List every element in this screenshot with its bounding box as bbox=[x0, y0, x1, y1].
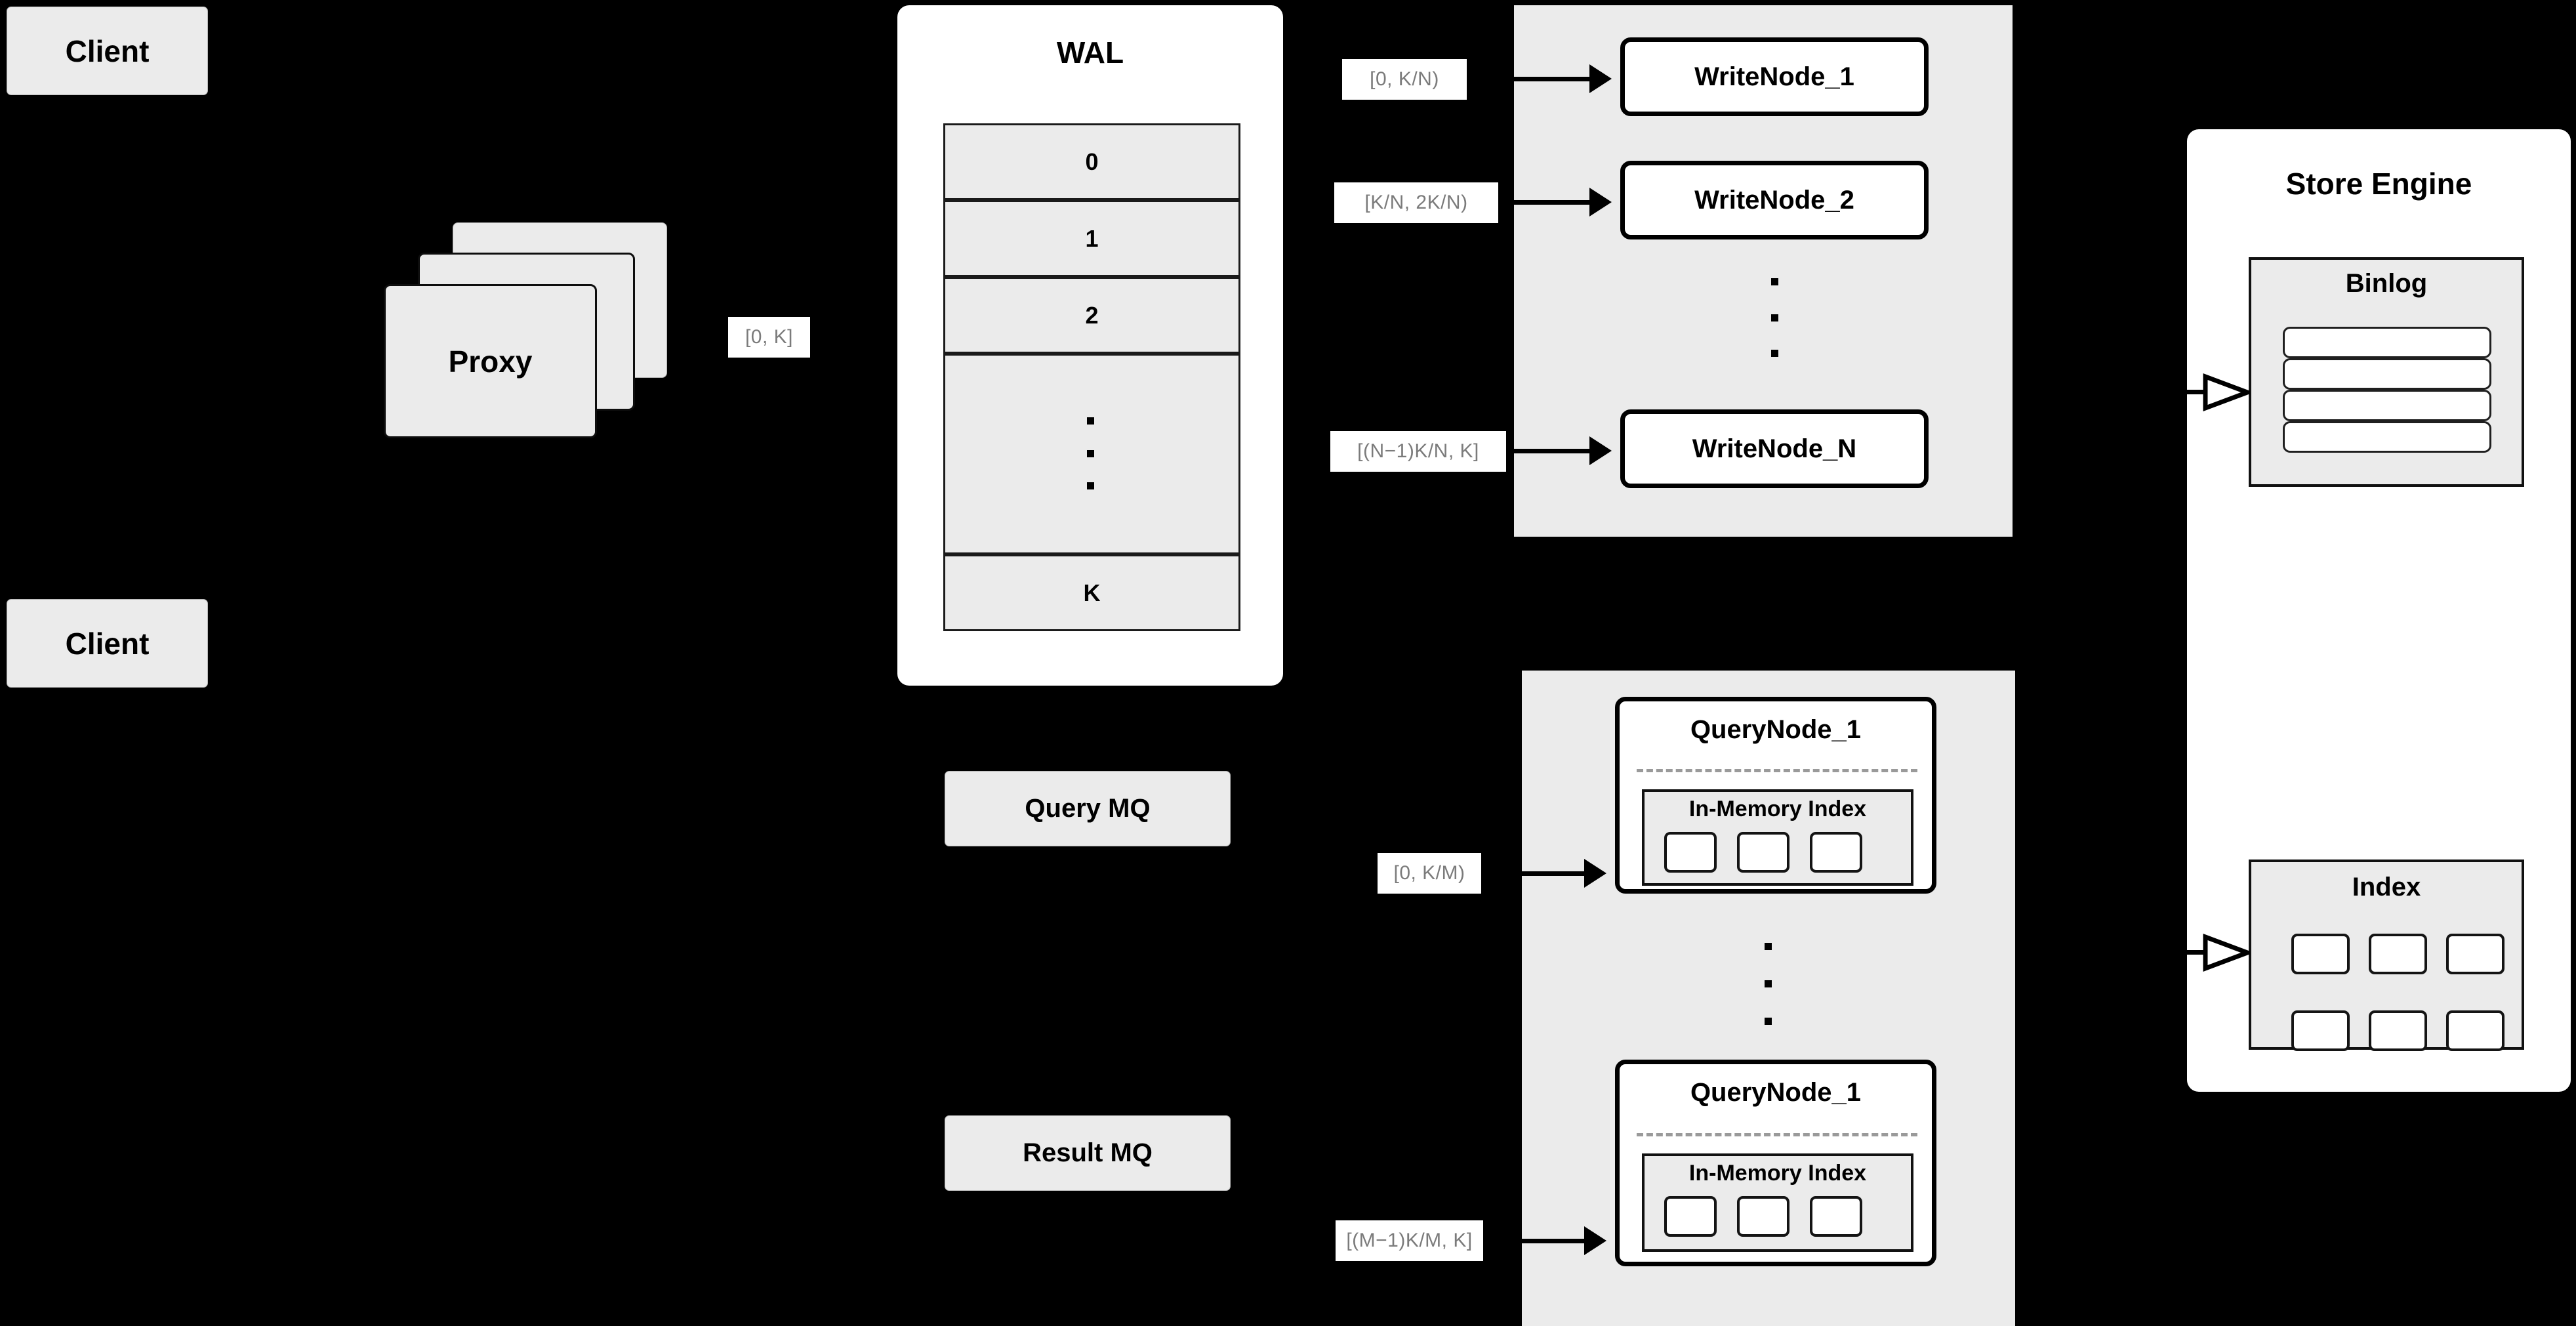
write-node-2-label: WriteNode_2 bbox=[1694, 185, 1854, 215]
arrow-line-to-index bbox=[2187, 950, 2205, 955]
binlog-row-2[interactable] bbox=[2283, 358, 2491, 390]
query-mq-node[interactable]: Query MQ bbox=[945, 771, 1231, 846]
query-node-m-separator bbox=[1637, 1133, 1917, 1136]
arrow-line-writenode-n bbox=[1506, 449, 1589, 453]
edge-label-mq-to-querynode-m: [(M−1)K/M, K] bbox=[1336, 1220, 1483, 1261]
arrow-line-querynode-1 bbox=[1489, 871, 1584, 876]
write-cluster-ellipsis-icon bbox=[1770, 278, 1779, 357]
write-node-2[interactable]: WriteNode_2 bbox=[1620, 161, 1929, 239]
wal-slot-1[interactable]: 1 bbox=[943, 200, 1240, 277]
index-chip-6[interactable] bbox=[2446, 1010, 2504, 1051]
arrow-head-querynode-1 bbox=[1584, 859, 1606, 888]
edge-label-mq-to-querynode-1: [0, K/M) bbox=[1378, 853, 1481, 894]
write-node-1[interactable]: WriteNode_1 bbox=[1620, 37, 1929, 116]
client-node-1-label: Client bbox=[65, 33, 150, 68]
arrow-head-writenode-1 bbox=[1589, 64, 1612, 93]
index-chip-2[interactable] bbox=[2369, 934, 2427, 974]
write-node-n[interactable]: WriteNode_N bbox=[1620, 409, 1929, 488]
wal-slot-k-label: K bbox=[1083, 579, 1101, 606]
query-node-m-title: QueryNode_1 bbox=[1690, 1078, 1862, 1107]
proxy-node[interactable]: Proxy bbox=[384, 284, 597, 438]
query-node-m-index-chip-1[interactable] bbox=[1664, 1196, 1717, 1237]
wal-title: WAL bbox=[1056, 35, 1124, 70]
client-node-1[interactable]: Client bbox=[7, 7, 208, 95]
arrow-head-open-index bbox=[2203, 933, 2250, 972]
edge-label-proxy-to-wal: [0, K] bbox=[728, 317, 810, 358]
query-node-1-index-chip-3[interactable] bbox=[1810, 832, 1862, 873]
edge-label-wal-to-writenode-1: [0, K/N) bbox=[1342, 59, 1467, 100]
arrow-line-writenode-1 bbox=[1475, 77, 1589, 81]
edge-label-wal-to-writenode-n: [(N−1)K/N, K] bbox=[1330, 431, 1506, 472]
write-node-n-label: WriteNode_N bbox=[1692, 434, 1857, 463]
store-engine-title: Store Engine bbox=[2285, 167, 2472, 201]
wal-slot-1-label: 1 bbox=[1085, 224, 1099, 252]
binlog-row-3[interactable] bbox=[2283, 390, 2491, 421]
arrow-head-open-binlog bbox=[2203, 373, 2250, 412]
arrow-line-querynode-m bbox=[1489, 1239, 1584, 1243]
wal-slot-2[interactable]: 2 bbox=[943, 277, 1240, 354]
query-node-1-title: QueryNode_1 bbox=[1690, 715, 1862, 744]
binlog-row-1[interactable] bbox=[2283, 327, 2491, 358]
arrow-line-writenode-2 bbox=[1501, 200, 1589, 205]
index-title: Index bbox=[2352, 873, 2421, 901]
write-node-1-label: WriteNode_1 bbox=[1694, 62, 1854, 91]
query-node-m-index-chip-2[interactable] bbox=[1737, 1196, 1789, 1237]
wal-slot-2-label: 2 bbox=[1085, 301, 1099, 329]
wal-ellipsis-icon bbox=[1086, 417, 1095, 489]
client-node-2[interactable]: Client bbox=[7, 599, 208, 688]
wal-slot-0[interactable]: 0 bbox=[943, 123, 1240, 200]
arrow-head-writenode-2 bbox=[1589, 188, 1612, 217]
arrow-line-to-binlog bbox=[2187, 390, 2205, 394]
client-node-2-label: Client bbox=[65, 626, 150, 661]
arrow-head-writenode-n bbox=[1589, 436, 1612, 465]
proxy-node-label: Proxy bbox=[448, 344, 533, 379]
index-chip-4[interactable] bbox=[2291, 1010, 2350, 1051]
binlog-title: Binlog bbox=[2345, 269, 2428, 298]
query-node-1-separator bbox=[1637, 769, 1917, 772]
result-mq-label: Result MQ bbox=[1023, 1138, 1153, 1167]
wal-slot-0-label: 0 bbox=[1085, 148, 1099, 175]
index-chip-3[interactable] bbox=[2446, 934, 2504, 974]
binlog-row-4[interactable] bbox=[2283, 421, 2491, 453]
query-node-m-index-chip-3[interactable] bbox=[1810, 1196, 1862, 1237]
index-chip-1[interactable] bbox=[2291, 934, 2350, 974]
query-node-1-inmemory-index-title: In-Memory Index bbox=[1688, 796, 1867, 821]
query-node-m-inmemory-index-title: In-Memory Index bbox=[1688, 1160, 1867, 1186]
query-node-1-index-chip-1[interactable] bbox=[1664, 832, 1717, 873]
query-cluster-ellipsis-icon bbox=[1763, 943, 1772, 1025]
arrow-head-querynode-m bbox=[1584, 1226, 1606, 1255]
wal-slot-k[interactable]: K bbox=[943, 554, 1240, 631]
query-mq-label: Query MQ bbox=[1025, 794, 1151, 823]
result-mq-node[interactable]: Result MQ bbox=[945, 1115, 1231, 1191]
query-node-1-index-chip-2[interactable] bbox=[1737, 832, 1789, 873]
edge-label-wal-to-writenode-2: [K/N, 2K/N) bbox=[1334, 182, 1498, 223]
index-chip-5[interactable] bbox=[2369, 1010, 2427, 1051]
